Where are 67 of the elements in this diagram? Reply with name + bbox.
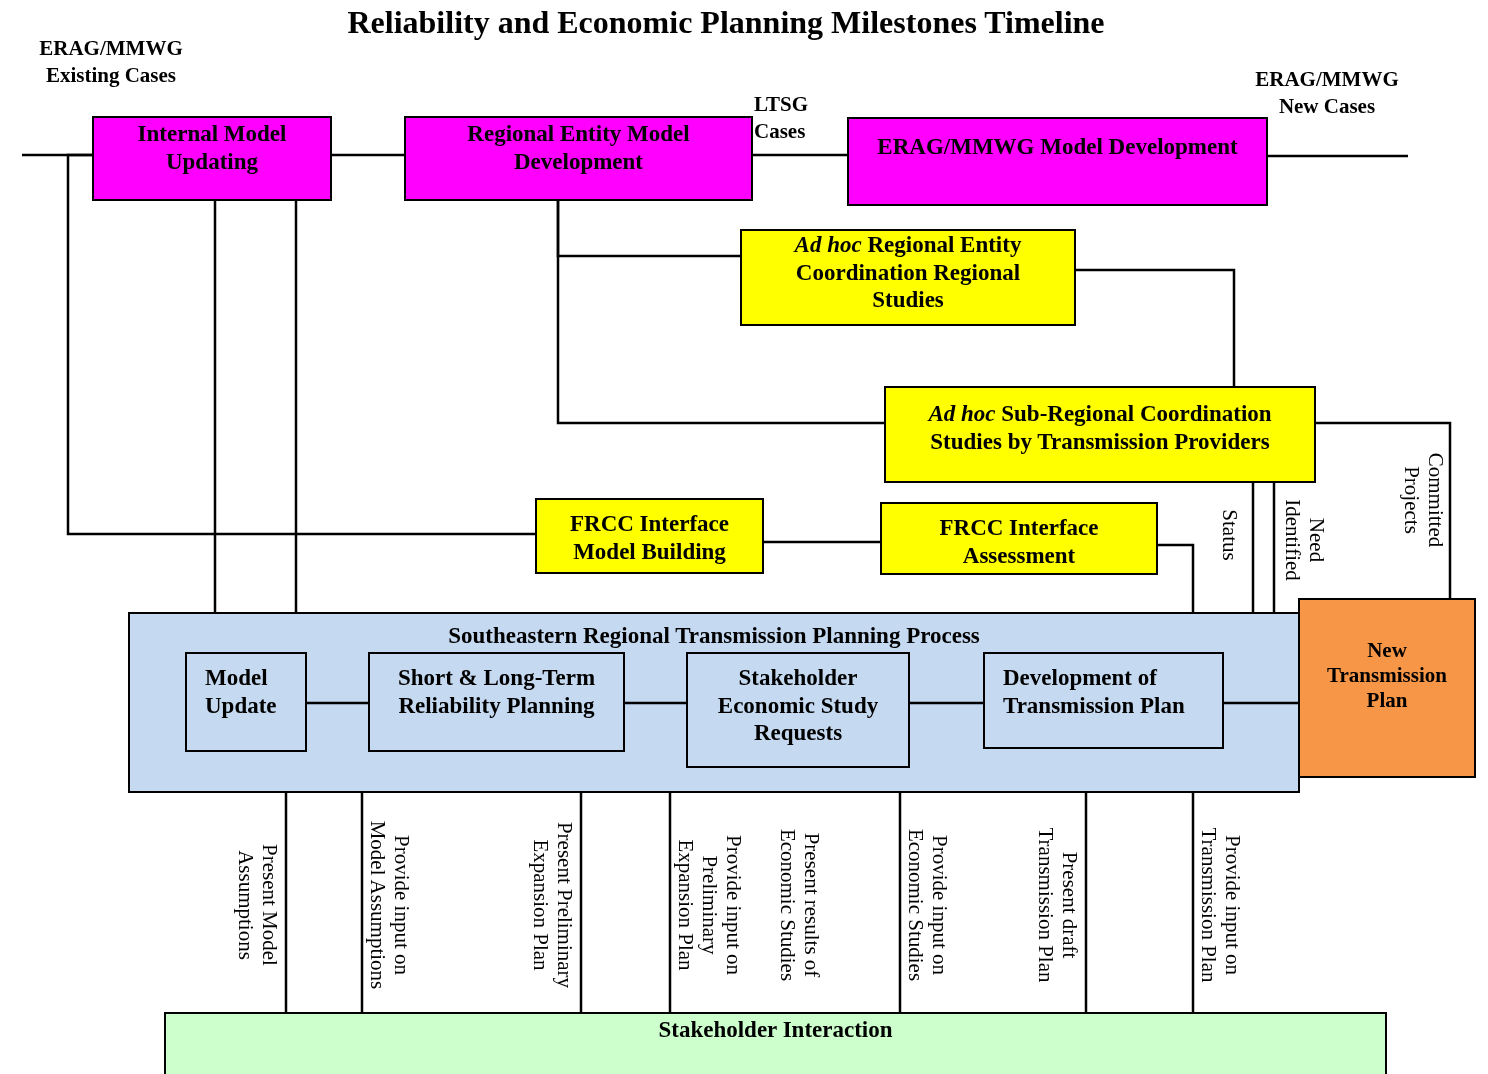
node-label: Development of Transmission Plan	[1002, 664, 1186, 720]
connector-line	[1191, 793, 1195, 1012]
connector-line	[1084, 793, 1088, 1012]
node-label: Internal Model Updating	[136, 120, 288, 176]
node-label: ERAG/MMWG Model Development	[876, 133, 1239, 161]
process-box	[880, 502, 1158, 575]
process-box	[535, 498, 764, 574]
node-label: Stakeholder Economic Study Requests	[716, 664, 880, 748]
connector-line	[1316, 421, 1452, 598]
edge-label: Present Preliminary Expansion Plan	[528, 820, 578, 991]
node-label: FRCC Interface Assessment	[938, 514, 1100, 570]
node-label: Ad hoc Sub-Regional Coordination Studies by Transmission Providers	[926, 400, 1273, 456]
connector-line	[668, 793, 672, 1012]
process-box	[847, 117, 1268, 206]
node-label: Short & Long-Term Reliability Planning	[396, 664, 597, 720]
interaction-band	[164, 1012, 1387, 1074]
connector-line	[753, 153, 847, 157]
annotation-label: Present results of Economic Studies	[775, 827, 825, 984]
process-box	[185, 652, 307, 752]
edge-label: Provide input on Transmission Plan	[1196, 826, 1246, 985]
timeline-line	[1268, 154, 1408, 158]
connector-line	[1272, 483, 1276, 612]
connector-line	[625, 701, 686, 705]
edge-label: ERAG/MMWG New Cases	[1254, 65, 1400, 120]
edge-label: Status	[1217, 508, 1243, 563]
connector-line	[556, 201, 884, 425]
process-box	[368, 652, 625, 752]
connector-line	[284, 793, 288, 1012]
connector-line	[66, 153, 535, 536]
connector-line	[307, 701, 368, 705]
edge-label: Committed Projects	[1399, 451, 1449, 550]
process-box	[404, 116, 753, 201]
connector-line	[579, 793, 583, 1012]
node-label: New Transmission Plan	[1326, 637, 1448, 714]
node-label: Stakeholder Interaction	[657, 1016, 894, 1044]
connector-line	[332, 153, 404, 157]
edge-label: Need Identified	[1280, 498, 1330, 583]
node-label: Ad hoc Regional Entity Coordination Regional Studies	[792, 231, 1023, 314]
connector-line	[910, 701, 983, 705]
edge-label: Present draft Transmission Plan	[1033, 826, 1083, 985]
edge-label: Provide input on Economic Studies	[903, 827, 953, 984]
edge-label: Provide input on Model Assumptions	[365, 819, 415, 992]
connector-line	[294, 201, 298, 612]
connector-line	[1251, 483, 1255, 612]
process-box	[686, 652, 910, 768]
connector-line	[213, 201, 217, 612]
connector-line	[1224, 701, 1298, 705]
edge-label: Provide input on Preliminary Expansion Plan	[673, 834, 747, 977]
edge-label: Present Model Assumptions	[233, 843, 283, 968]
process-panel	[128, 612, 1300, 793]
process-box	[983, 652, 1224, 749]
process-box	[92, 116, 332, 201]
edge-label: LTSG Cases	[754, 90, 810, 145]
connector-line	[898, 793, 902, 1012]
node-label: Model Update	[204, 664, 278, 720]
node-label: FRCC Interface Model Building	[569, 510, 730, 566]
diagram-title: Reliability and Economic Planning Milestones Timeline	[346, 4, 1106, 41]
connector-line	[1158, 543, 1195, 612]
process-box	[884, 386, 1316, 483]
panel-heading: Southeastern Regional Transmission Planning Process	[447, 622, 981, 650]
edge-label: ERAG/MMWG Existing Cases	[38, 34, 184, 89]
node-label: Regional Entity Model Development	[466, 120, 691, 176]
process-box	[740, 229, 1076, 326]
connector-line	[360, 793, 364, 1012]
connector-line	[1076, 268, 1236, 386]
connector-line	[764, 540, 880, 544]
outcome-box	[1298, 598, 1476, 778]
